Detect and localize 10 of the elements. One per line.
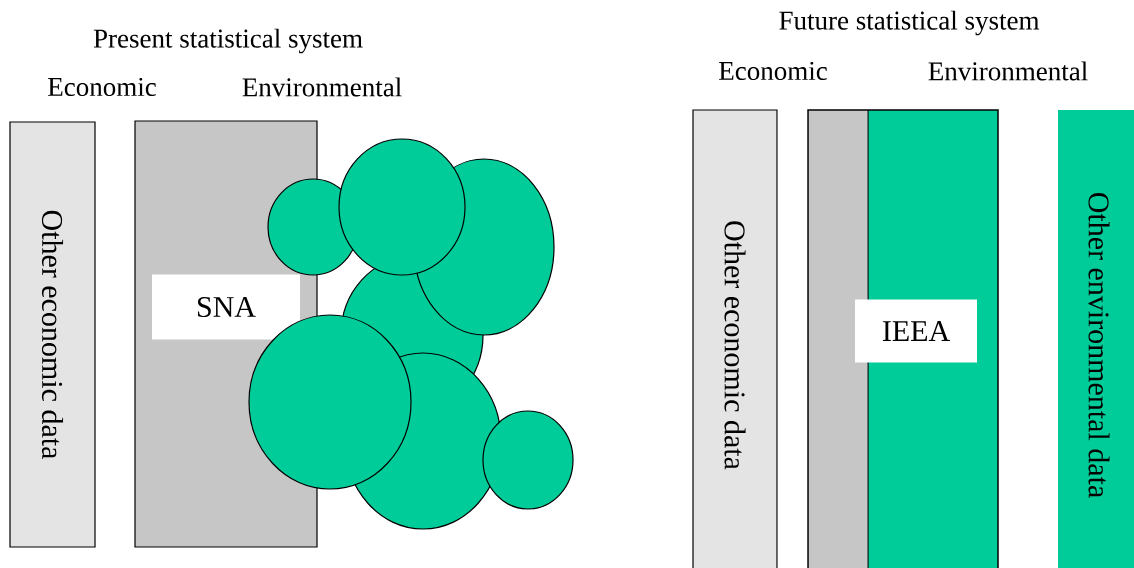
heading: Future statistical system [779, 10, 1040, 36]
data-column: Other economic data [9, 121, 96, 548]
column-heading: Environmental [242, 77, 402, 97]
heading: Present statistical system [93, 28, 363, 54]
data-column: Other economic data [692, 109, 778, 568]
column-heading: Economic [719, 61, 827, 81]
column-heading: Environmental [928, 61, 1088, 81]
data-column: Other environmental data [1058, 110, 1134, 568]
system-box: IEEA [807, 109, 999, 568]
column-heading: Economic [48, 77, 156, 97]
